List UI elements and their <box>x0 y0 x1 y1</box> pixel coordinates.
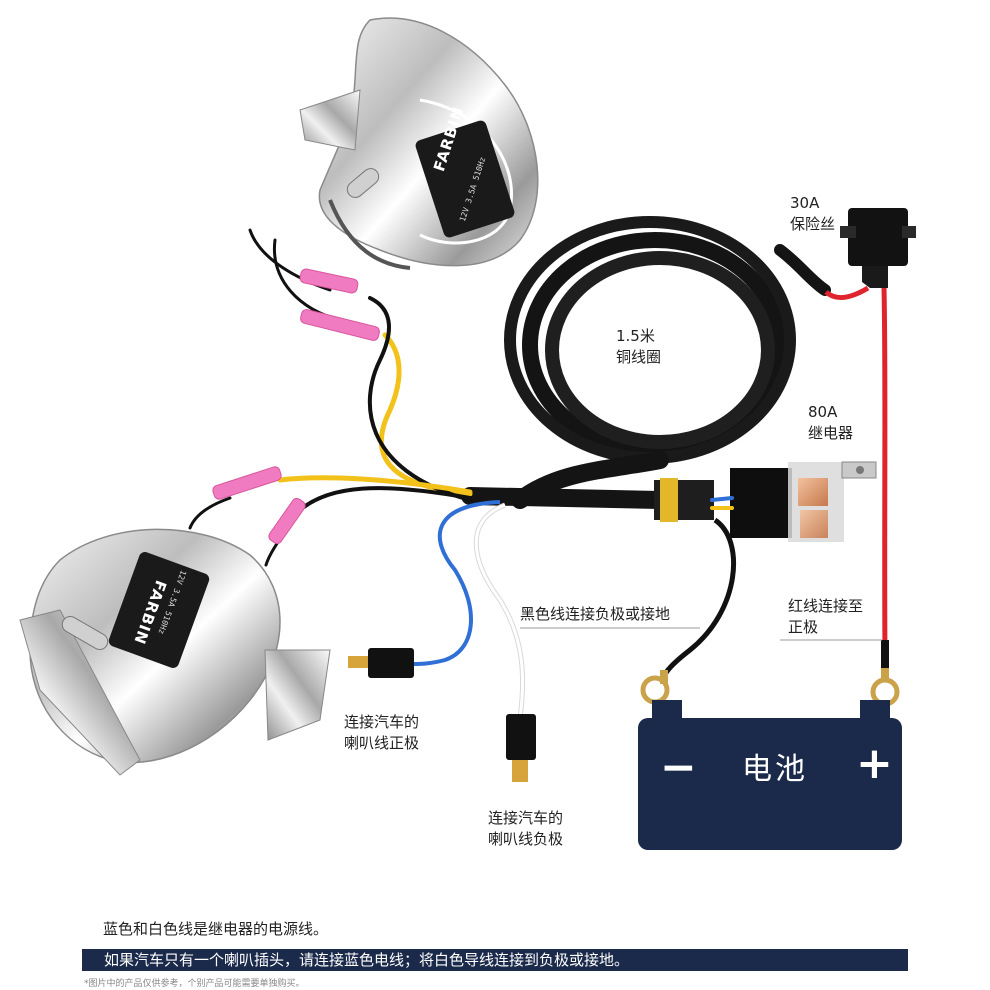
callout-lines <box>520 627 882 641</box>
note-line-2: 如果汽车只有一个喇叭插头，请连接蓝色电线；将白色导线连接到负极或接地。 <box>104 951 630 969</box>
positive-ring-terminal <box>870 668 900 707</box>
note-line-1: 蓝色和白色线是继电器的电源线。 <box>103 920 329 938</box>
horn-positive-label: 连接汽车的 喇叭线正极 <box>344 713 420 752</box>
red-wire-sleeve <box>881 640 889 668</box>
cable-coil <box>504 216 831 509</box>
blue-wire <box>411 500 501 666</box>
red-wire-positive <box>881 287 888 661</box>
fuse-label: 30A 保险丝 <box>790 194 836 233</box>
horn-positive-connector <box>348 648 414 678</box>
red-wire-fuse-left <box>824 285 870 300</box>
negative-ring-terminal <box>640 670 670 705</box>
relay <box>730 461 877 542</box>
fuse-holder <box>840 208 916 288</box>
black-wire-negative <box>659 517 736 681</box>
black-wire-note: 黑色线连接负极或接地 <box>520 605 671 623</box>
footnote: *图片中的产品仅供参考，个别产品可能需要单独购买。 <box>84 979 305 989</box>
horn-negative-connector <box>506 714 536 782</box>
battery <box>638 700 902 850</box>
battery-label: 电池 <box>742 752 808 787</box>
battery-plus: + <box>856 738 893 789</box>
red-wire-note: 红线连接至 正极 <box>788 597 864 636</box>
horn-bottom <box>19 528 331 776</box>
horn-top <box>299 17 539 270</box>
battery-minus: − <box>660 742 697 793</box>
pink-connectors <box>212 268 380 545</box>
harness <box>461 478 734 522</box>
horn-wires <box>188 228 473 567</box>
horn-negative-label: 连接汽车的 喇叭线负极 <box>488 809 564 848</box>
relay-label: 80A 继电器 <box>808 403 854 442</box>
coil-label: 1.5米 铜线圈 <box>616 327 662 366</box>
note-bar <box>82 949 908 971</box>
white-wire <box>473 502 526 719</box>
